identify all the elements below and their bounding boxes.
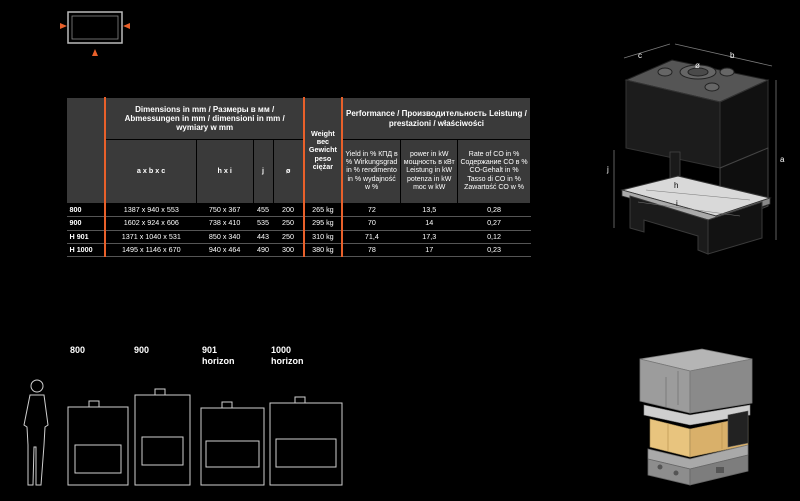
yield-cell: 72 — [341, 203, 401, 218]
axbxc-header: a x b x c — [104, 139, 197, 204]
lineup-label-900: 900 — [134, 345, 149, 356]
table-row: 900 1602 x 924 x 606 738 x 410 535 250 2… — [66, 216, 531, 231]
hxi-header: h x i — [195, 139, 254, 204]
fireplace-901-outline — [200, 401, 265, 486]
axbxc-cell: 1602 x 924 x 606 — [104, 216, 197, 231]
table-row: H 901 1371 x 1040 x 531 850 x 340 443 25… — [66, 230, 531, 244]
weight-cell: 295 kg — [303, 216, 343, 231]
co-rate-cell: 0,27 — [457, 216, 531, 231]
j-header: j — [252, 139, 274, 204]
power-cell: 14 — [400, 216, 458, 231]
lineup-model-800: 800 — [70, 345, 86, 355]
fireplace-orientation-icon — [60, 11, 130, 56]
hxi-cell: 738 x 410 — [196, 216, 254, 231]
axbxc-cell: 1495 x 1146 x 670 — [104, 243, 197, 258]
power-header: power in kW мощность в кВт Leistung in k… — [400, 139, 459, 204]
lineup-label-901: 901 horizon — [202, 345, 235, 368]
diagram-label-i: i — [676, 199, 678, 208]
model-lineup-diagram — [23, 379, 343, 486]
j-cell: 490 — [253, 243, 274, 258]
person-silhouette-icon — [23, 379, 49, 486]
lineup-sub-901: horizon — [202, 356, 235, 367]
diagram-label-b: b — [730, 51, 735, 60]
weight-header-line: peso — [314, 153, 332, 163]
model-header — [66, 97, 106, 204]
weight-header-line: ciężar — [312, 161, 334, 171]
j-cell: 443 — [253, 230, 274, 244]
j-cell: 535 — [253, 216, 274, 231]
fireplace-800-outline — [67, 400, 129, 486]
weight-header-line: вес — [316, 137, 329, 147]
lineup-model-901: 901 — [202, 345, 218, 355]
power-cell: 17 — [400, 243, 458, 258]
yield-cell: 78 — [341, 243, 401, 258]
diameter-header: ø — [272, 139, 305, 204]
j-cell: 455 — [253, 203, 274, 218]
lineup-label-800: 800 — [70, 345, 85, 356]
diagram-label-c: c — [638, 51, 642, 60]
fireplace-900-outline — [134, 388, 191, 486]
dimension-diagram: c b ø a j h i — [606, 43, 785, 255]
yield-header: Yield in % КПД в % Wirkungsgrad in % ren… — [341, 139, 402, 204]
hxi-cell: 750 x 367 — [196, 203, 254, 218]
hxi-cell: 850 x 340 — [196, 230, 254, 244]
model-cell: 800 — [66, 203, 106, 218]
model-cell: H 1000 — [66, 243, 106, 258]
yield-cell: 70 — [341, 216, 401, 231]
lineup-sub-1000: horizon — [271, 356, 304, 367]
dimensions-header: Dimensions in mm / Размеры в мм / Abmess… — [104, 97, 305, 140]
performance-header: Performance / Производительность Leistun… — [341, 97, 531, 140]
lineup-model-1000: 1000 — [271, 345, 292, 355]
model-cell: H 901 — [66, 230, 106, 244]
table-row: 800 1387 x 940 x 553 750 x 367 455 200 2… — [66, 203, 531, 218]
table-row: H 1000 1495 x 1146 x 670 940 x 464 490 3… — [66, 243, 531, 258]
co-rate-header: Rate of CO in % Содержание CO в % CO-Geh… — [457, 139, 531, 204]
co-rate-cell: 0,12 — [457, 230, 531, 244]
co-rate-cell: 0,23 — [457, 243, 531, 258]
weight-header: Weight вес Gewicht peso ciężar — [303, 97, 343, 204]
diameter-cell: 200 — [273, 203, 305, 218]
axbxc-cell: 1371 x 1040 x 531 — [104, 230, 197, 244]
power-cell: 13,5 — [400, 203, 458, 218]
fireplace-1000-outline — [269, 396, 343, 486]
diameter-cell: 300 — [273, 243, 305, 258]
co-rate-cell: 0,28 — [457, 203, 531, 218]
weight-cell: 380 kg — [303, 243, 343, 258]
weight-header-line: Gewicht — [308, 145, 337, 155]
hxi-cell: 940 x 464 — [196, 243, 254, 258]
diameter-cell: 250 — [273, 216, 305, 231]
specifications-table: Dimensions in mm / Размеры в мм / Abmess… — [66, 97, 531, 258]
model-cell: 900 — [66, 216, 106, 231]
diagram-label-h: h — [674, 181, 678, 190]
weight-header-line: Weight — [310, 128, 335, 138]
power-cell: 17,3 — [400, 230, 458, 244]
lineup-model-900: 900 — [134, 345, 150, 355]
lineup-label-1000: 1000 horizon — [271, 345, 304, 368]
yield-cell: 71,4 — [341, 230, 401, 244]
diameter-cell: 250 — [273, 230, 305, 244]
diagram-label-j: j — [606, 165, 609, 174]
fireplace-rendering — [639, 348, 753, 486]
axbxc-cell: 1387 x 940 x 553 — [104, 203, 197, 218]
diagram-label-a: a — [780, 155, 785, 164]
weight-cell: 265 kg — [303, 203, 343, 218]
diagram-label-diameter: ø — [695, 61, 700, 70]
weight-cell: 310 kg — [303, 230, 343, 244]
